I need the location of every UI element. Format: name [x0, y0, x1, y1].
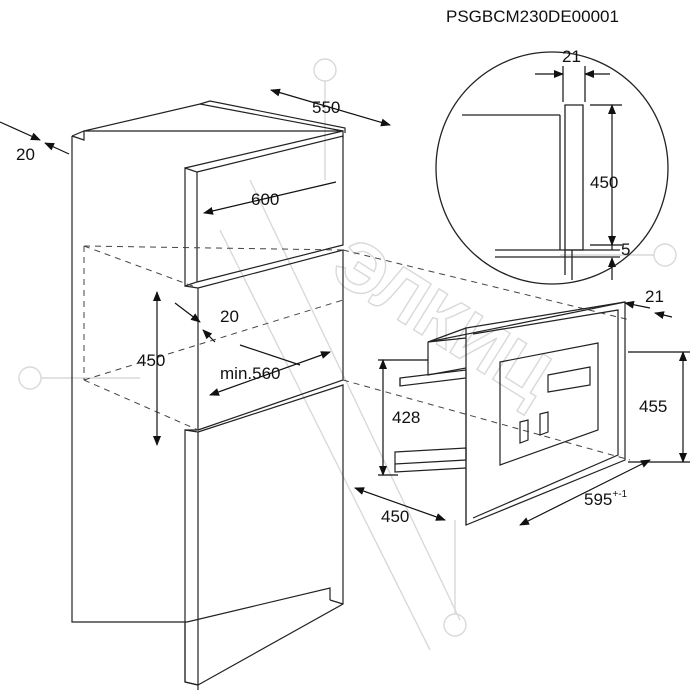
appliance-dimensions — [354, 300, 690, 526]
dim-appliance-height: 455 — [639, 397, 667, 416]
dim-niche-depth: min.560 — [220, 364, 280, 383]
dim-detail-gap: 5 — [621, 240, 630, 259]
detail-dimensions — [535, 66, 622, 280]
dim-appliance-width-tolerance: +-1 — [612, 489, 627, 500]
dim-detail-thickness: 21 — [562, 47, 581, 66]
dim-niche-offset: 20 — [220, 307, 239, 326]
dim-appliance-width-value: 595 — [584, 490, 612, 509]
dim-body-depth: 450 — [381, 507, 409, 526]
watermark-text: ЭЛКИЦ — [320, 223, 565, 417]
dim-side-offset: 20 — [16, 145, 35, 164]
dim-cabinet-depth: 550 — [312, 98, 340, 117]
dim-detail-height: 450 — [590, 173, 618, 192]
watermark: ЭЛКИЦ — [18, 58, 677, 651]
detail-view — [435, 51, 669, 285]
cabinet-dimensions — [0, 88, 391, 446]
dim-niche-height: 450 — [137, 351, 165, 370]
model-code: PSGBCM230DE00001 — [446, 7, 619, 26]
dim-frame-depth: 21 — [645, 287, 664, 306]
dim-appliance-width: 595+-1 — [584, 489, 628, 509]
dim-body-height: 428 — [392, 408, 420, 427]
dim-cabinet-width: 600 — [251, 190, 279, 209]
